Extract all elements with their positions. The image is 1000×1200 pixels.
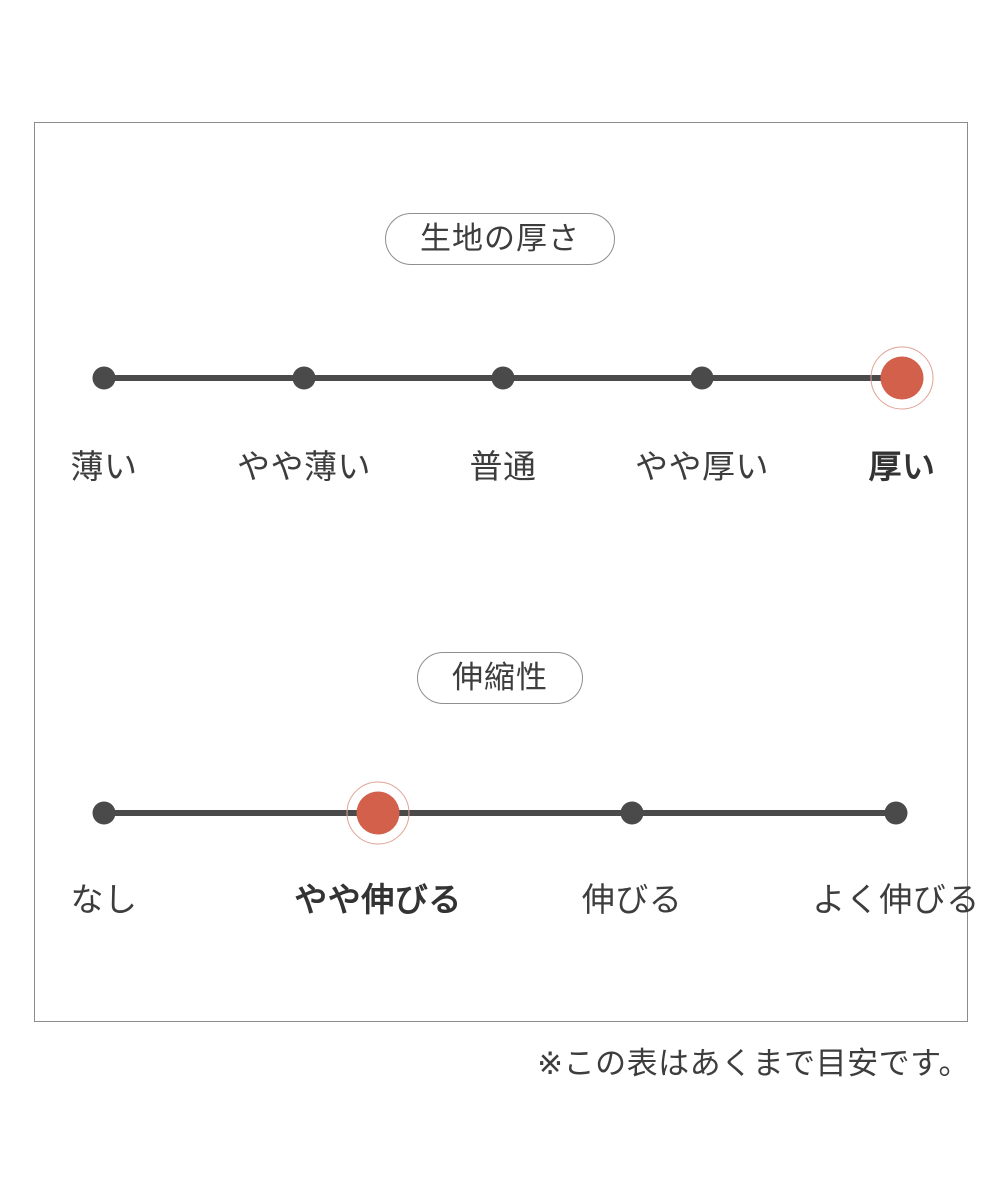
stretch-node-yaya-nobiru[interactable] bbox=[356, 791, 400, 835]
stretch-node-nashi[interactable] bbox=[92, 801, 116, 825]
thickness-label-atsui: 厚い bbox=[868, 448, 936, 485]
thickness-node-yaya-atsui[interactable] bbox=[690, 366, 714, 390]
thickness-label-yaya-usui: やや薄い bbox=[237, 448, 371, 485]
thickness-node-atsui[interactable] bbox=[880, 356, 924, 400]
thickness-scale bbox=[0, 346, 1000, 498]
section-title-thickness: 生地の厚さ bbox=[385, 213, 615, 265]
thickness-label-yaya-atsui: やや厚い bbox=[635, 448, 769, 485]
stretch-label-nashi: なし bbox=[70, 881, 138, 918]
thickness-label-usui: 薄い bbox=[70, 448, 138, 485]
stretch-node-yoku-nobiru[interactable] bbox=[884, 801, 908, 825]
section-title-stretch: 伸縮性 bbox=[417, 652, 583, 704]
stretch-selected-ring bbox=[346, 781, 410, 845]
thickness-selected-ring bbox=[870, 346, 934, 410]
thickness-node-usui[interactable] bbox=[92, 366, 116, 390]
stretch-label-yaya-nobiru: やや伸びる bbox=[294, 881, 462, 918]
footnote-text: ※この表はあくまで目安です。 bbox=[537, 1046, 970, 1081]
stretch-label-yoku-nobiru: よく伸びる bbox=[812, 881, 980, 918]
stretch-label-nobiru: 伸びる bbox=[581, 881, 683, 918]
section-title-wrap-thickness: 生地の厚さ bbox=[0, 213, 1000, 265]
stretch-scale bbox=[0, 781, 1000, 933]
stretch-node-nobiru[interactable] bbox=[620, 801, 644, 825]
section-title-wrap-stretch: 伸縮性 bbox=[0, 652, 1000, 704]
thickness-label-futsuu: 普通 bbox=[469, 448, 537, 485]
diagram-frame bbox=[34, 122, 968, 1022]
thickness-node-futsuu[interactable] bbox=[491, 366, 515, 390]
stretch-scale-track bbox=[104, 810, 896, 816]
thickness-node-yaya-usui[interactable] bbox=[292, 366, 316, 390]
